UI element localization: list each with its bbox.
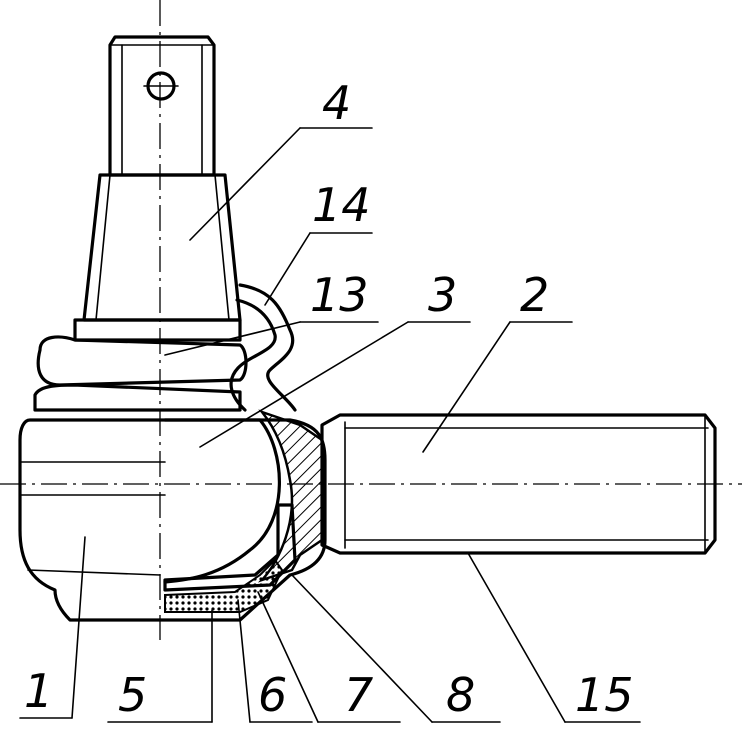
callout-1: 1 [24,664,54,718]
housing [18,418,327,622]
callout-7: 7 [344,668,374,722]
spring-seat [164,558,284,613]
leader-13 [164,321,301,356]
callout-13: 13 [310,268,369,322]
leader-2 [422,321,511,453]
leader-14 [264,232,311,306]
leader-15 [467,552,566,723]
leader-4 [189,127,301,241]
callout-4: 4 [322,76,352,130]
callout-14: 14 [312,178,371,232]
leader-3 [199,321,409,448]
dust-boot [33,283,297,412]
leader-7 [257,591,319,723]
ball-pin [82,35,242,322]
leader-1 [71,536,86,719]
callout-6: 6 [258,668,288,722]
ball [163,418,281,584]
callout-2: 2 [520,268,550,322]
leader-lines [19,127,641,723]
callout-8: 8 [446,668,476,722]
callout-5: 5 [118,668,148,722]
callout-15: 15 [575,668,634,722]
threaded-shank [320,413,717,555]
callout-3: 3 [428,268,458,322]
leader-6 [237,599,251,723]
leader-8 [291,574,433,723]
